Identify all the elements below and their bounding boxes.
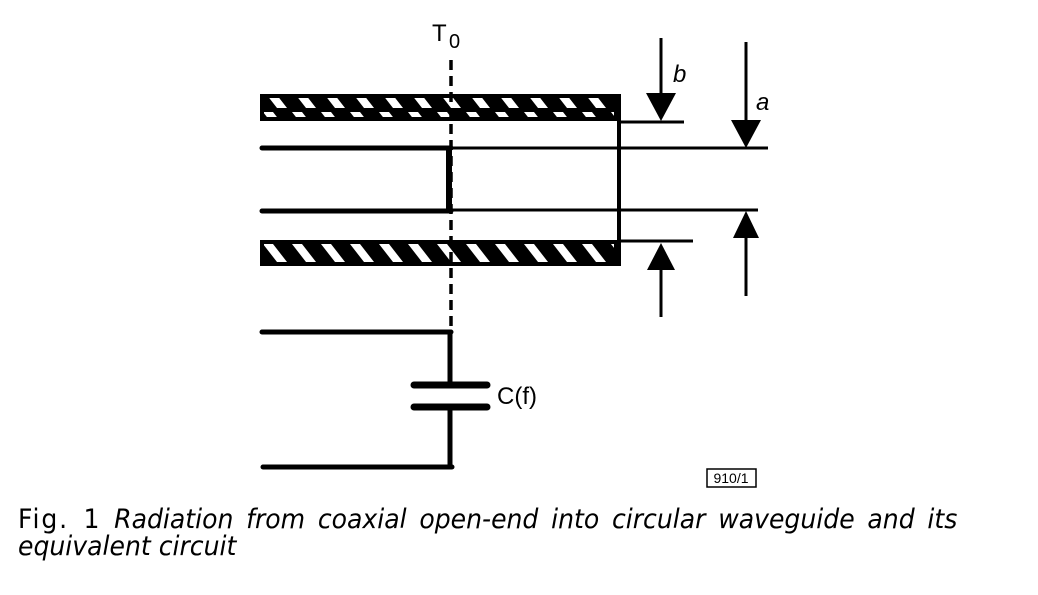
outer-conductor-bottom bbox=[260, 240, 618, 266]
capacitance-label: C(f) bbox=[497, 383, 537, 410]
dimension-arrows-b bbox=[646, 38, 676, 317]
caption-text: Radiation from coaxial open-end into cir… bbox=[18, 504, 958, 562]
outer-conductor-top bbox=[260, 94, 618, 121]
inner-radius-label: a bbox=[756, 89, 769, 116]
figure-caption: Fig. 1 Radiation from coaxial open-end i… bbox=[18, 506, 957, 560]
reference-plane-label: T bbox=[432, 20, 447, 47]
coaxial-waveguide-diagram: T 0 b a C(f) 910/1 bbox=[259, 20, 769, 488]
inner-conductor bbox=[259, 145, 454, 214]
equivalent-circuit bbox=[259, 329, 491, 470]
capacitor-symbol bbox=[410, 381, 491, 411]
dimension-arrows-a bbox=[731, 42, 761, 296]
circular-waveguide bbox=[451, 120, 768, 243]
caption-number: Fig. 1 bbox=[18, 504, 102, 535]
reference-plane-subscript: 0 bbox=[449, 31, 460, 53]
figure-code: 910/1 bbox=[713, 470, 748, 486]
figure-code-box: 910/1 bbox=[706, 468, 757, 488]
outer-radius-label: b bbox=[673, 61, 686, 88]
